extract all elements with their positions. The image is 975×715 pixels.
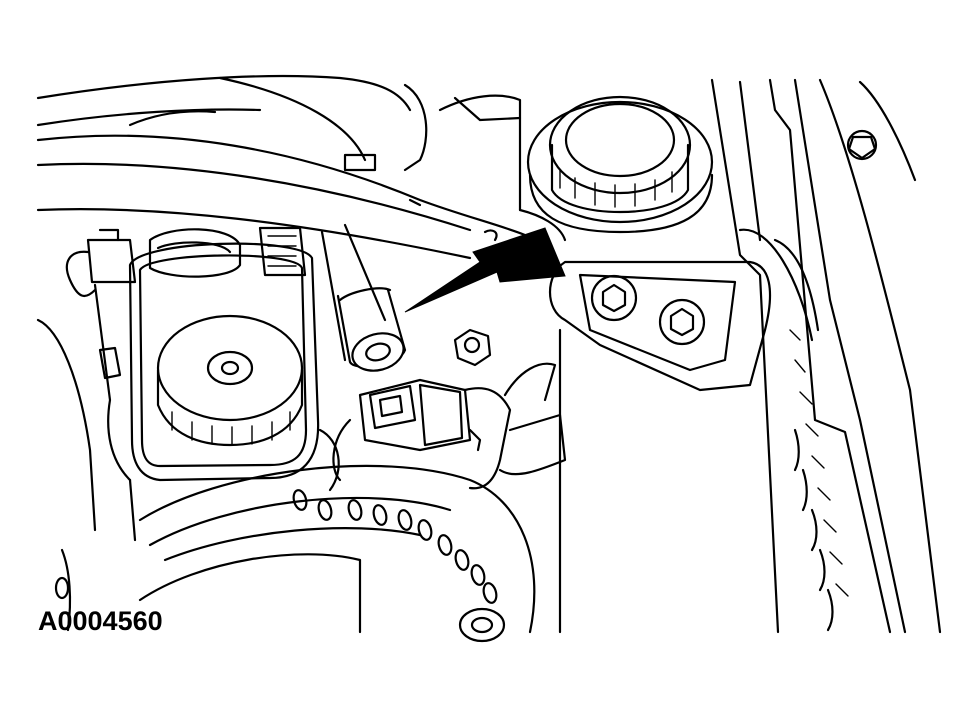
- electrical-connector: [332, 362, 567, 490]
- right-frame-rails: [710, 78, 942, 634]
- mounting-bracket: [548, 260, 772, 392]
- reservoir-cap: [526, 95, 714, 234]
- hose-fitting: [320, 223, 407, 372]
- lower-left-body: [36, 318, 562, 634]
- frame-bolt: [846, 129, 878, 161]
- upper-panel-curves: [36, 74, 567, 260]
- pointer-arrow: [404, 227, 566, 313]
- figure-id-label: A0004560: [38, 606, 163, 636]
- perforated-disc: [54, 464, 536, 643]
- small-bolt: [453, 328, 492, 367]
- pump-assembly: [65, 226, 320, 482]
